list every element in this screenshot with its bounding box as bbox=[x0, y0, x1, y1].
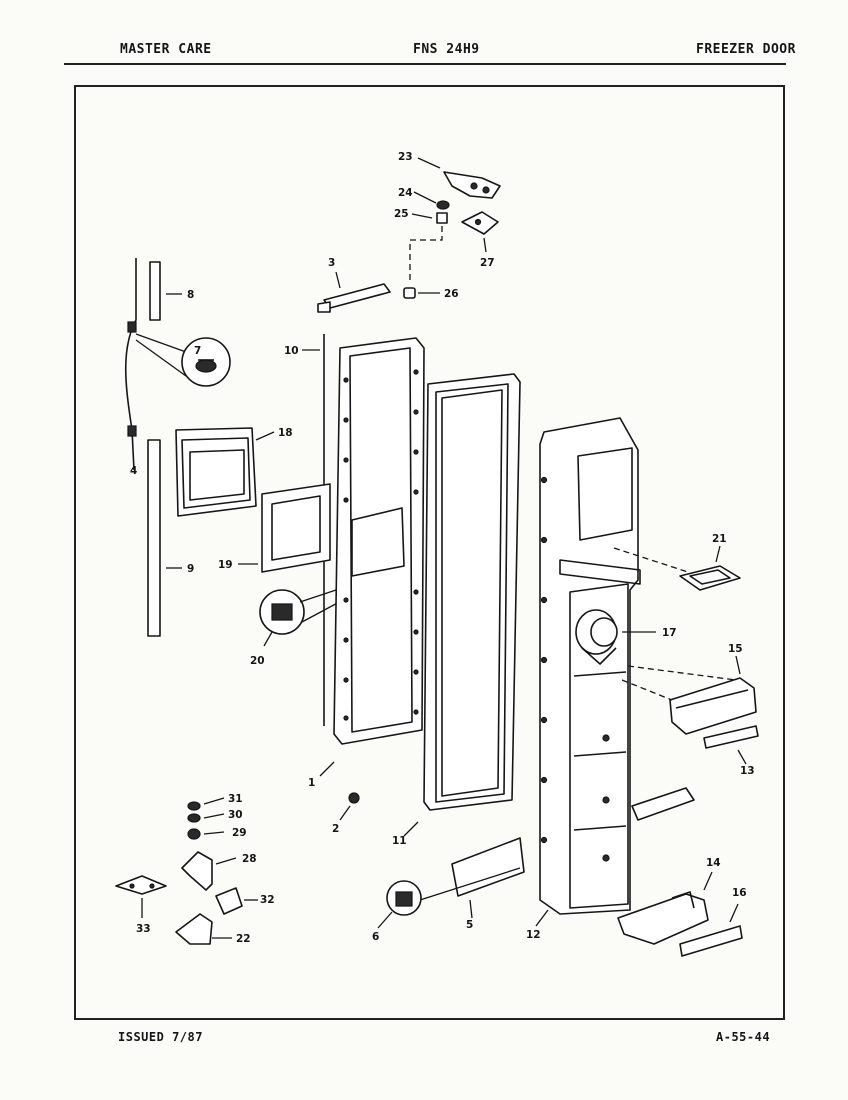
callout-2: 2 bbox=[332, 823, 339, 835]
header-rule bbox=[64, 63, 786, 65]
part-1-door-liner bbox=[319, 337, 425, 777]
part-19-frame bbox=[238, 483, 331, 573]
footer-code: A-55-44 bbox=[716, 1030, 771, 1044]
callout-13: 13 bbox=[740, 765, 755, 777]
part-26-cap bbox=[403, 287, 440, 299]
liner-holes bbox=[343, 369, 419, 721]
callout-6: 6 bbox=[372, 931, 379, 943]
callout-12: 12 bbox=[526, 929, 541, 941]
part-14-holder bbox=[617, 871, 713, 945]
part-9-strip bbox=[147, 439, 182, 637]
part-32-clip bbox=[215, 887, 258, 915]
part-16-strip bbox=[679, 903, 743, 957]
callout-14: 14 bbox=[706, 857, 721, 869]
callout-21: 21 bbox=[712, 533, 727, 545]
callout-4: 4 bbox=[130, 465, 137, 477]
diagram-frame bbox=[74, 85, 785, 1020]
part-12-dispenser-housing bbox=[535, 417, 641, 927]
callout-labels: 23 24 25 27 26 3 8 7 10 18 4 9 19 20 21 … bbox=[130, 151, 755, 945]
callout-31: 31 bbox=[228, 793, 243, 805]
callout-32: 32 bbox=[260, 894, 275, 906]
callout-19: 19 bbox=[218, 559, 233, 571]
callout-8: 8 bbox=[187, 289, 194, 301]
part-nameplate bbox=[631, 787, 695, 821]
callout-22: 22 bbox=[236, 933, 251, 945]
callout-7: 7 bbox=[194, 345, 201, 357]
callout-23: 23 bbox=[398, 151, 413, 163]
part-24-washer bbox=[413, 191, 450, 210]
callout-26: 26 bbox=[444, 288, 459, 300]
callout-29: 29 bbox=[232, 827, 247, 839]
callout-24: 24 bbox=[398, 187, 413, 199]
callout-30: 30 bbox=[228, 809, 243, 821]
part-15-drip-tray bbox=[621, 655, 757, 735]
part-27-plate bbox=[461, 211, 499, 253]
callout-33: 33 bbox=[136, 923, 151, 935]
callout-1: 1 bbox=[308, 777, 315, 789]
part-2-plug bbox=[339, 792, 360, 821]
callout-9: 9 bbox=[187, 563, 194, 575]
part-4-harness bbox=[124, 258, 187, 471]
part-23-hinge bbox=[417, 157, 501, 199]
part-8-strip bbox=[149, 261, 182, 321]
part-22-hinge bbox=[175, 913, 232, 945]
callout-27: 27 bbox=[480, 257, 495, 269]
callout-5: 5 bbox=[466, 919, 473, 931]
footer-issued: ISSUED 7/87 bbox=[118, 1030, 203, 1044]
housing-bumps bbox=[540, 476, 548, 844]
part-17-actuator bbox=[575, 609, 656, 655]
callout-20: 20 bbox=[250, 655, 265, 667]
part-11-gasket bbox=[403, 373, 521, 837]
callout-16: 16 bbox=[732, 887, 747, 899]
part-18-housing bbox=[175, 427, 275, 517]
part-20-knob bbox=[259, 583, 359, 647]
header-brand: MASTER CARE bbox=[120, 42, 212, 57]
part-33-hinge bbox=[115, 875, 167, 918]
header-model: FNS 24H9 bbox=[413, 42, 480, 57]
callout-18: 18 bbox=[278, 427, 293, 439]
part-29-31-spring bbox=[187, 797, 225, 840]
callout-28: 28 bbox=[242, 853, 257, 865]
callout-15: 15 bbox=[728, 643, 743, 655]
callout-3: 3 bbox=[328, 257, 335, 269]
part-13-strip bbox=[703, 725, 759, 765]
header-section-title: FREEZER DOOR bbox=[696, 42, 796, 57]
part-25-bushing bbox=[409, 212, 448, 284]
part-21-tray bbox=[613, 545, 741, 591]
callout-11: 11 bbox=[392, 835, 407, 847]
part-5-bar bbox=[419, 837, 525, 919]
part-7-switch bbox=[181, 337, 231, 387]
callout-17: 17 bbox=[662, 627, 677, 639]
part-6-switch bbox=[377, 880, 422, 929]
callout-25: 25 bbox=[394, 208, 409, 220]
part-28-bracket bbox=[181, 851, 237, 891]
callout-10: 10 bbox=[284, 345, 299, 357]
part-3-bracket bbox=[317, 271, 391, 313]
